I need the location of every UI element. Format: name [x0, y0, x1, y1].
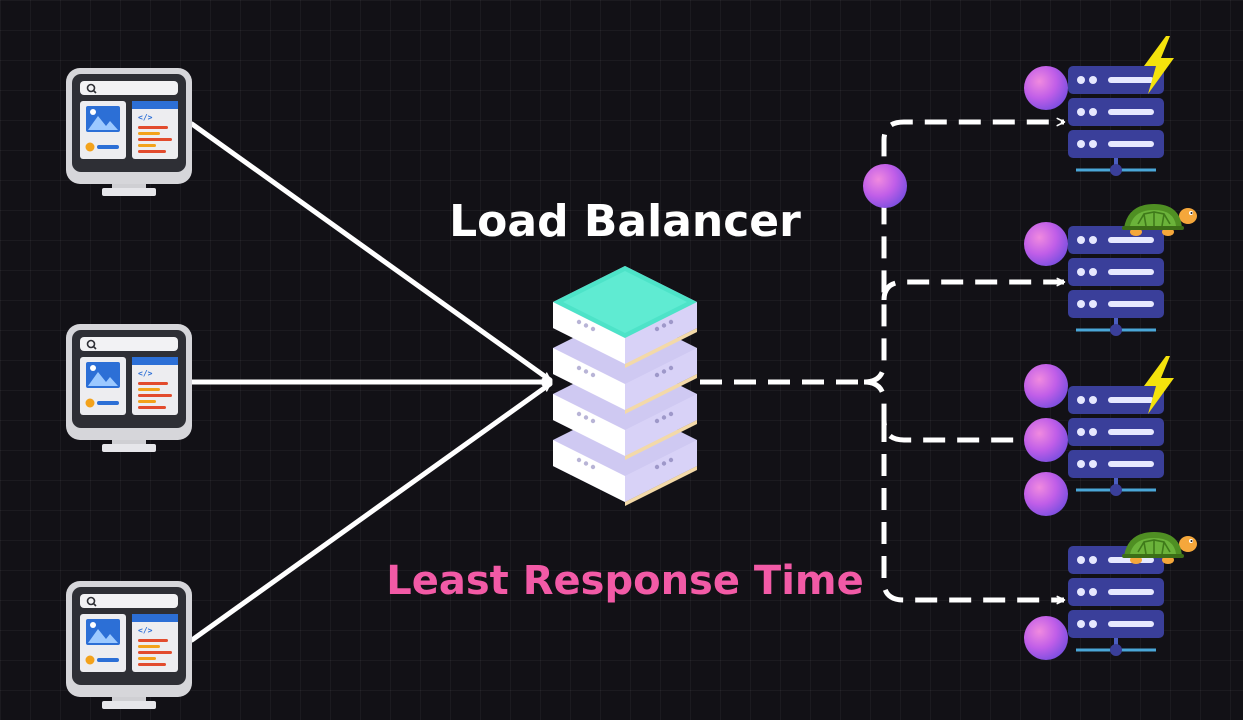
server-2-connection [881, 277, 1066, 301]
server-4-connection [881, 420, 1066, 605]
client-3-connection [189, 381, 553, 643]
server-3 [1066, 384, 1166, 498]
server-4-request [1024, 616, 1068, 660]
browser-monitor-icon [65, 580, 193, 710]
client-3 [65, 580, 193, 710]
server-2 [1066, 224, 1166, 338]
browser-monitor-icon [65, 323, 193, 453]
server-stack-icon [1066, 224, 1166, 338]
request-dots [863, 66, 1068, 660]
server-stack-icon [1066, 544, 1166, 658]
server-3-request [1024, 472, 1068, 516]
server-stack-icon [1066, 64, 1166, 178]
load-balancer [553, 266, 697, 506]
server-2-request [1024, 222, 1068, 266]
server-1-request [1024, 66, 1068, 110]
server-connections [700, 117, 1066, 605]
client-connections [189, 121, 553, 643]
algorithm-label: Least Response Time [386, 558, 863, 604]
diagram-title: Load Balancer [449, 196, 801, 247]
server-1-connection [863, 117, 1066, 385]
client-1 [65, 67, 193, 197]
in-flight-request [863, 164, 907, 208]
client-2 [65, 323, 193, 453]
client-1-connection [189, 121, 553, 383]
server-1 [1066, 64, 1166, 178]
server-4 [1066, 544, 1166, 658]
server-3-request [1024, 418, 1068, 462]
server-stack-icon [1066, 384, 1166, 498]
browser-monitor-icon [65, 67, 193, 197]
server-3-request [1024, 364, 1068, 408]
